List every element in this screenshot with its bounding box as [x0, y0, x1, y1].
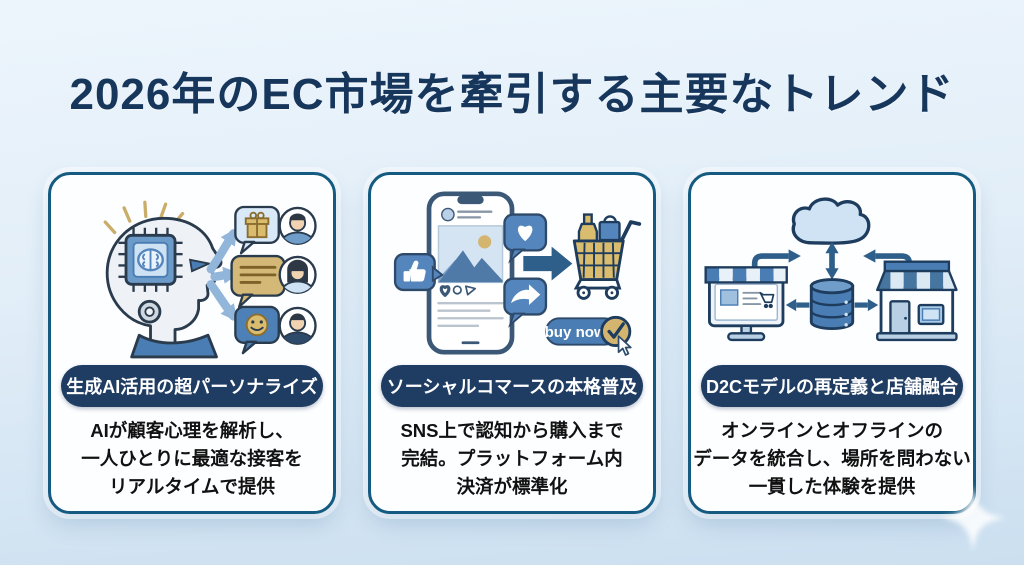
body-line: リアルタイムで提供 [109, 476, 275, 497]
customer-avatar-icon [278, 255, 317, 294]
card-badge-social: ソーシャルコマースの本格普及 [381, 365, 643, 407]
smiley-bubble-icon [234, 305, 280, 355]
card-body-d2c: オンラインとオフラインの データを統合し、場所を問わない 一貫した体験を提供 [693, 417, 971, 501]
body-line: 決済が標準化 [456, 476, 568, 497]
card-body-ai: AIが顧客心理を解析し、 一人ひとりに最適な接客を リアルタイムで提供 [81, 417, 302, 501]
physical-store-icon [876, 260, 958, 342]
shopping-cart-icon [572, 213, 642, 300]
trend-card-social-commerce: buy now ソーシャルコマースの本格普及 SNS上で認知から購入まで 完結。… [368, 172, 656, 514]
card-badge-d2c: D2Cモデルの再定義と店舗融合 [701, 365, 963, 407]
phone-to-cart-illustration-svg: buy now [393, 191, 642, 356]
buy-now-button: buy now [545, 315, 632, 356]
ai-head-illustration-svg [103, 200, 317, 359]
omnichannel-illustration [698, 183, 966, 363]
body-line: 一貫した体験を提供 [748, 476, 916, 497]
ai-personalization-illustration [58, 183, 326, 363]
customer-avatar-icon [278, 306, 317, 345]
social-commerce-illustration: buy now [378, 183, 646, 363]
cart-glyph-icon [759, 291, 775, 309]
body-line: データを統合し、場所を問わない [693, 448, 971, 469]
heart-bubble-icon [503, 213, 548, 264]
body-line: 完結。プラットフォーム内 [401, 448, 623, 469]
thumbs-up-bubble-icon [393, 252, 444, 292]
ai-chip-brain-icon [124, 233, 177, 286]
customer-avatar-icon [278, 206, 317, 245]
body-line: AIが顧客心理を解析し、 [90, 420, 294, 441]
arrow-right-icon [523, 246, 573, 281]
body-line: オンラインとオフラインの [721, 420, 944, 441]
cloud-sync-illustration-svg [704, 197, 958, 342]
page-title: 2026年のEC市場を牽引する主要なトレンド [69, 70, 955, 119]
cloud-icon [791, 197, 871, 245]
trend-card-ai-personalization: 生成AI活用の超パーソナライズ AIが顧客心理を解析し、 一人ひとりに最適な接客… [48, 172, 336, 514]
message-bubble-icon [230, 254, 286, 309]
share-bubble-icon [503, 277, 548, 328]
sparkle-icon [939, 484, 1007, 552]
body-line: SNS上で認知から購入まで [400, 420, 624, 441]
robot-head-icon [105, 216, 223, 359]
online-store-icon [704, 266, 788, 342]
card-body-social: SNS上で認知から購入まで 完結。プラットフォーム内 決済が標準化 [400, 417, 623, 501]
database-icon [809, 278, 855, 331]
card-badge-ai: 生成AI活用の超パーソナライズ [61, 365, 323, 407]
trend-card-d2c-fusion: D2Cモデルの再定義と店舗融合 オンラインとオフラインの データを統合し、場所を… [688, 172, 976, 514]
smartphone-icon [426, 191, 515, 355]
buy-now-label: buy now [545, 324, 606, 341]
body-line: 一人ひとりに最適な接客を [81, 448, 303, 469]
trend-cards-row: 生成AI活用の超パーソナライズ AIが顧客心理を解析し、 一人ひとりに最適な接客… [48, 172, 976, 514]
cursor-icon [617, 335, 632, 356]
fanout-arrows-icon [206, 227, 241, 322]
checkmark-icon [600, 315, 632, 348]
gift-bubble-icon [234, 205, 280, 255]
